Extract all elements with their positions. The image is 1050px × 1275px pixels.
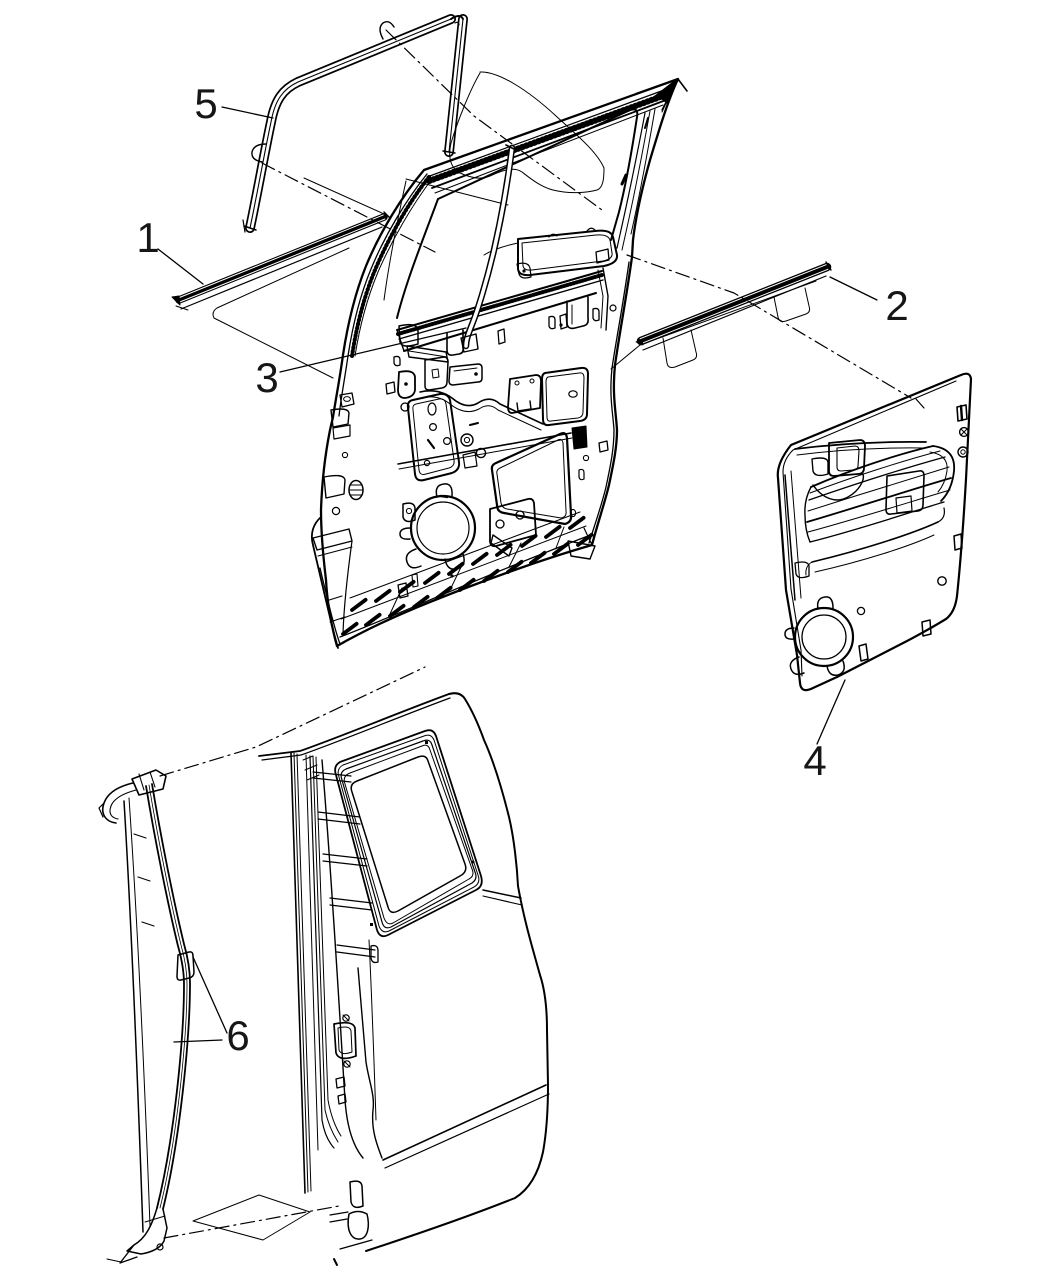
svg-text:3: 3 — [255, 354, 278, 401]
svg-text:5: 5 — [194, 80, 217, 127]
svg-text:4: 4 — [803, 737, 826, 784]
svg-text:6: 6 — [226, 1012, 249, 1059]
svg-text:1: 1 — [136, 214, 159, 261]
svg-text:2: 2 — [885, 282, 908, 329]
